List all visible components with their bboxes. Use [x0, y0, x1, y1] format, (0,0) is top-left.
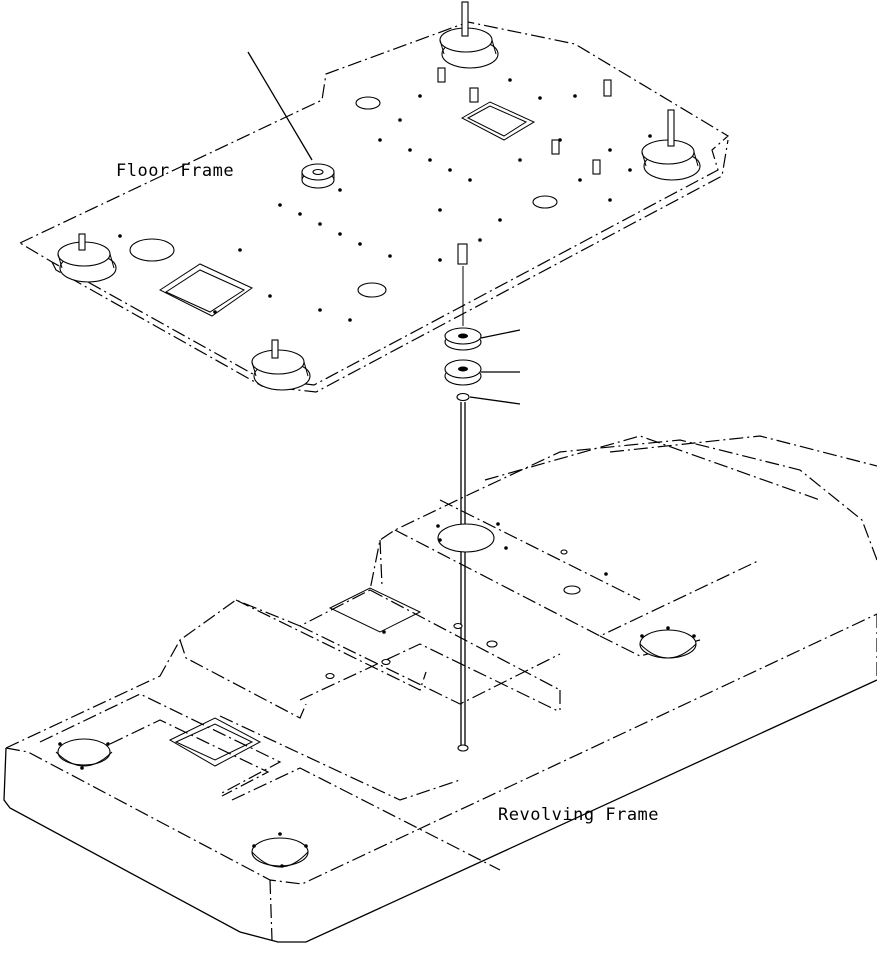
floor-frame-plate	[18, 21, 730, 393]
upper-cushion	[444, 327, 521, 351]
corner-mount-front-left	[57, 233, 117, 283]
fastener-stack	[444, 243, 521, 752]
revolving-frame-holes	[58, 522, 696, 868]
corner-mount-rear-left	[439, 1, 499, 69]
plate-standoff-pins	[437, 67, 612, 175]
lower-cushion	[444, 359, 520, 386]
revolving-frame	[3, 435, 877, 943]
rubber-mount-detached	[247, 51, 335, 189]
label-revolving-frame: Revolving Frame	[498, 805, 659, 825]
washer	[456, 392, 521, 405]
corner-mount-rear-right	[641, 109, 701, 181]
label-floor-frame: Floor Frame	[116, 161, 234, 181]
plate-bolt-holes	[118, 78, 652, 322]
corner-mount-front-right	[251, 339, 311, 391]
